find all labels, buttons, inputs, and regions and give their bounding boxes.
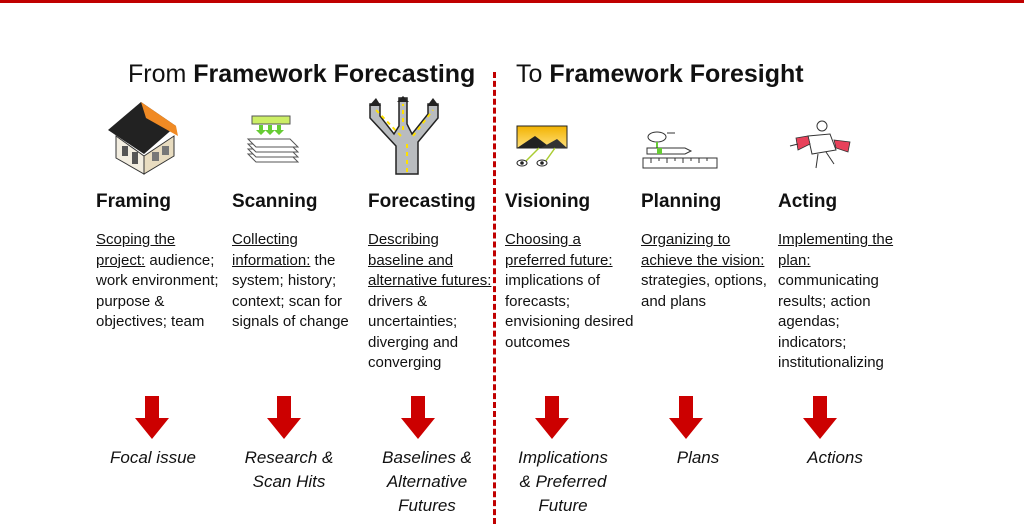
stage-description: Describing baseline and alternative futu… — [368, 231, 492, 371]
stage-planning: Planning Organizing to achieve the visio… — [641, 96, 769, 467]
stage-title: Visioning — [505, 191, 591, 212]
stage-forecasting: Forecasting Describing baseline and alte… — [368, 96, 496, 515]
stage-title: Scanning — [232, 191, 318, 212]
stage-description: Scoping the project: audience; work envi… — [96, 231, 219, 330]
heading-to: To Framework Foresight — [516, 60, 804, 89]
stage-acting: Acting Implementing the plan: communicat… — [778, 96, 906, 467]
heading-to-prefix: To — [516, 60, 543, 88]
stage-title: Forecasting — [368, 191, 476, 212]
house-icon — [96, 96, 224, 176]
down-arrow-icon — [802, 396, 838, 445]
stage-title: Planning — [641, 191, 722, 212]
stage-description: Collecting information: the system; hist… — [232, 231, 349, 330]
stacked-layers-icon — [232, 96, 360, 176]
stage-outcome: Research & Scan Hits — [244, 448, 334, 491]
stage-title: Acting — [778, 191, 838, 212]
down-arrow-icon — [134, 396, 170, 445]
stage-outcome: Focal issue — [110, 448, 196, 467]
down-arrow-icon — [534, 396, 570, 445]
down-arrow-icon — [400, 396, 436, 445]
ruler-pencil-icon — [641, 96, 769, 176]
heading-from-title: Framework Forecasting — [193, 60, 476, 88]
heading-from: From Framework Forecasting — [128, 60, 475, 89]
vision-eyes-icon — [505, 96, 633, 176]
stage-description: Organizing to achieve the vision: strate… — [641, 231, 767, 310]
down-arrow-icon — [668, 396, 704, 445]
heading-to-title: Framework Foresight — [549, 60, 804, 88]
stage-scanning: Scanning Collecting information: the sys… — [232, 96, 360, 491]
heading-from-prefix: From — [128, 60, 187, 88]
road-fork-icon — [368, 96, 496, 176]
stage-outcome: Actions — [807, 448, 863, 467]
phase-divider — [493, 72, 496, 524]
stage-outcome: Implications & Preferred Future — [518, 448, 608, 515]
stage-description: Choosing a preferred future: implication… — [505, 231, 634, 351]
stage-outcome: Plans — [676, 448, 720, 467]
stage-title: Framing — [96, 191, 171, 212]
stage-description: Implementing the plan: communicating res… — [778, 231, 894, 371]
top-rule — [0, 0, 1024, 3]
stage-framing: Framing Scoping the project: audience; w… — [96, 96, 224, 467]
down-arrow-icon — [266, 396, 302, 445]
stage-visioning: Visioning Choosing a preferred future: i… — [505, 96, 633, 515]
stage-outcome: Baselines & Alternative Futures — [382, 448, 472, 515]
running-figure-icon — [778, 96, 906, 176]
